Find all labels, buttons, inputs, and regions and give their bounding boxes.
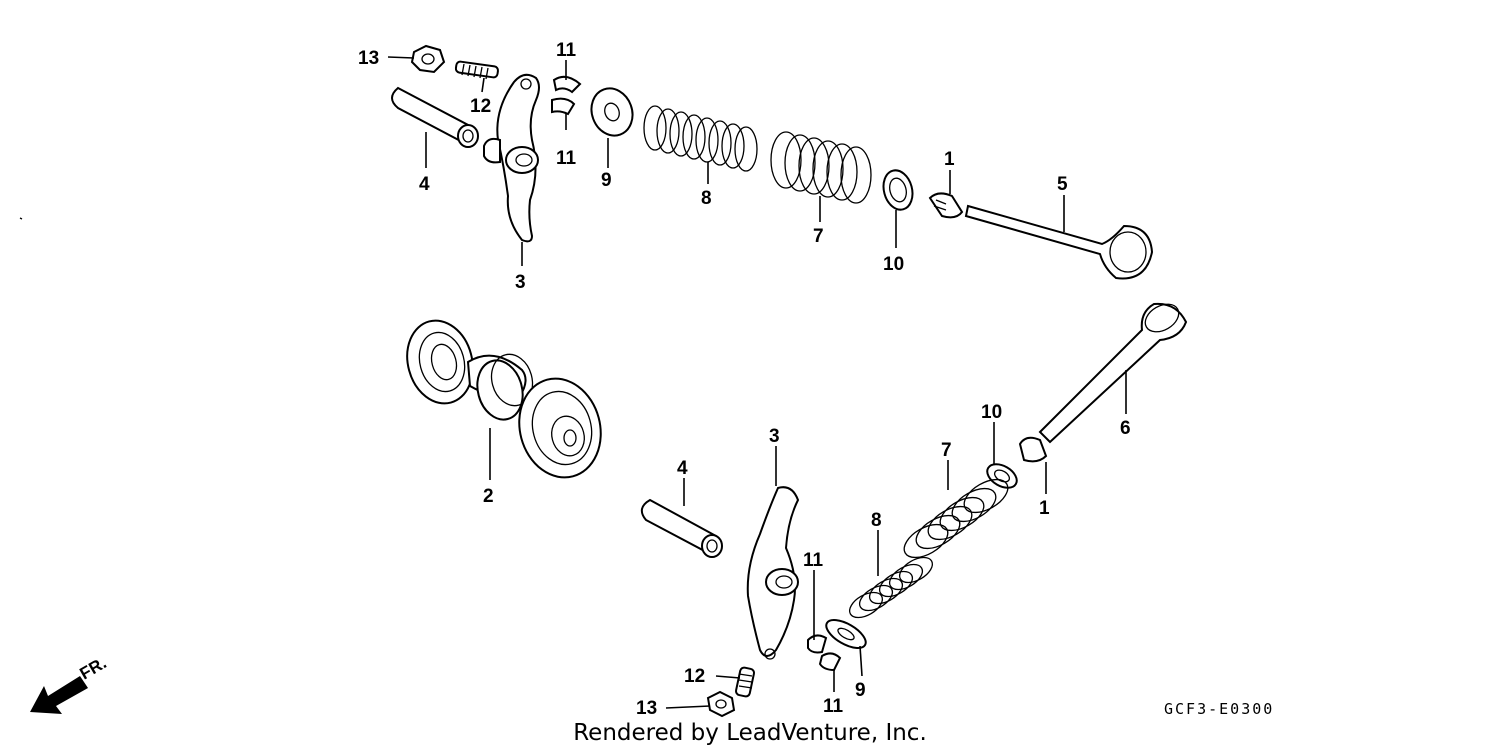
upper-assembly: 13 12 11 11 9 8 7 10 1 5 4 3 <box>358 40 1154 293</box>
lower-assembly: 6 10 7 3 4 1 8 11 11 12 13 9 <box>636 302 1188 719</box>
upper-callout-9: 9 <box>601 170 612 191</box>
upper-callout-13: 13 <box>358 48 379 69</box>
lower-callout-6: 6 <box>1120 418 1131 439</box>
camshaft-callout-2: 2 <box>483 486 494 507</box>
lower-spring-seat <box>986 463 1018 489</box>
lower-callout-11-top: 11 <box>803 550 824 571</box>
lower-callout-13: 13 <box>636 698 657 719</box>
lower-intake-valve <box>1038 302 1188 444</box>
lower-callout-10: 10 <box>981 402 1002 423</box>
upper-spring-retainer <box>590 87 634 137</box>
upper-inner-valve-spring <box>643 105 758 172</box>
upper-spring-seat <box>882 169 914 211</box>
lower-callout-11-bottom: 11 <box>823 696 844 717</box>
camshaft-lobe <box>476 353 534 421</box>
front-arrow-icon <box>30 676 88 714</box>
lower-outer-valve-spring <box>903 478 1009 559</box>
lower-spring-retainer <box>825 619 867 649</box>
upper-rocker-shaft <box>391 86 479 148</box>
diagram-code: GCF3-E0300 <box>1164 700 1274 718</box>
upper-callout-3: 3 <box>515 272 526 293</box>
lower-adjusting-screw <box>734 666 756 698</box>
camshaft-left-bearing <box>406 319 474 405</box>
upper-callout-8: 8 <box>701 188 712 209</box>
lower-callout-9: 9 <box>855 680 866 701</box>
front-direction-indicator: FR. <box>30 653 110 714</box>
camshaft-assembly: 2 <box>406 319 602 507</box>
upper-callout-1: 1 <box>944 149 955 170</box>
upper-callout-11-top: 11 <box>556 40 577 61</box>
camshaft-right-bearing <box>518 377 602 479</box>
lower-callout-7: 7 <box>941 440 952 461</box>
upper-nut <box>410 44 446 74</box>
footer-credit: Rendered by LeadVenture, Inc. <box>573 720 927 746</box>
lower-cotters <box>807 634 842 672</box>
lower-callout-1: 1 <box>1039 498 1050 519</box>
lower-callout-8: 8 <box>871 510 882 531</box>
upper-callout-4: 4 <box>419 174 430 195</box>
lower-inner-valve-spring <box>848 556 934 619</box>
upper-adjusting-screw <box>454 60 499 80</box>
upper-callout-11-bottom: 11 <box>556 148 577 169</box>
lower-callout-4: 4 <box>677 458 688 479</box>
lower-callout-12: 12 <box>684 666 705 687</box>
lower-valve-stem-seal <box>1018 436 1048 463</box>
upper-valve-stem-seal <box>928 192 964 219</box>
upper-rocker-arm <box>483 73 540 243</box>
upper-callout-10: 10 <box>883 254 904 275</box>
upper-outer-valve-spring <box>770 131 872 204</box>
lower-rocker-shaft <box>640 498 723 558</box>
lower-nut <box>706 690 736 718</box>
stray-mark <box>19 217 23 220</box>
upper-exhaust-valve <box>964 204 1154 280</box>
upper-callout-7: 7 <box>813 226 824 247</box>
upper-cotters <box>551 75 582 116</box>
lower-rocker-arm <box>746 486 800 660</box>
upper-callout-12: 12 <box>470 96 491 117</box>
lower-callout-3: 3 <box>769 426 780 447</box>
upper-callout-5: 5 <box>1057 174 1068 195</box>
